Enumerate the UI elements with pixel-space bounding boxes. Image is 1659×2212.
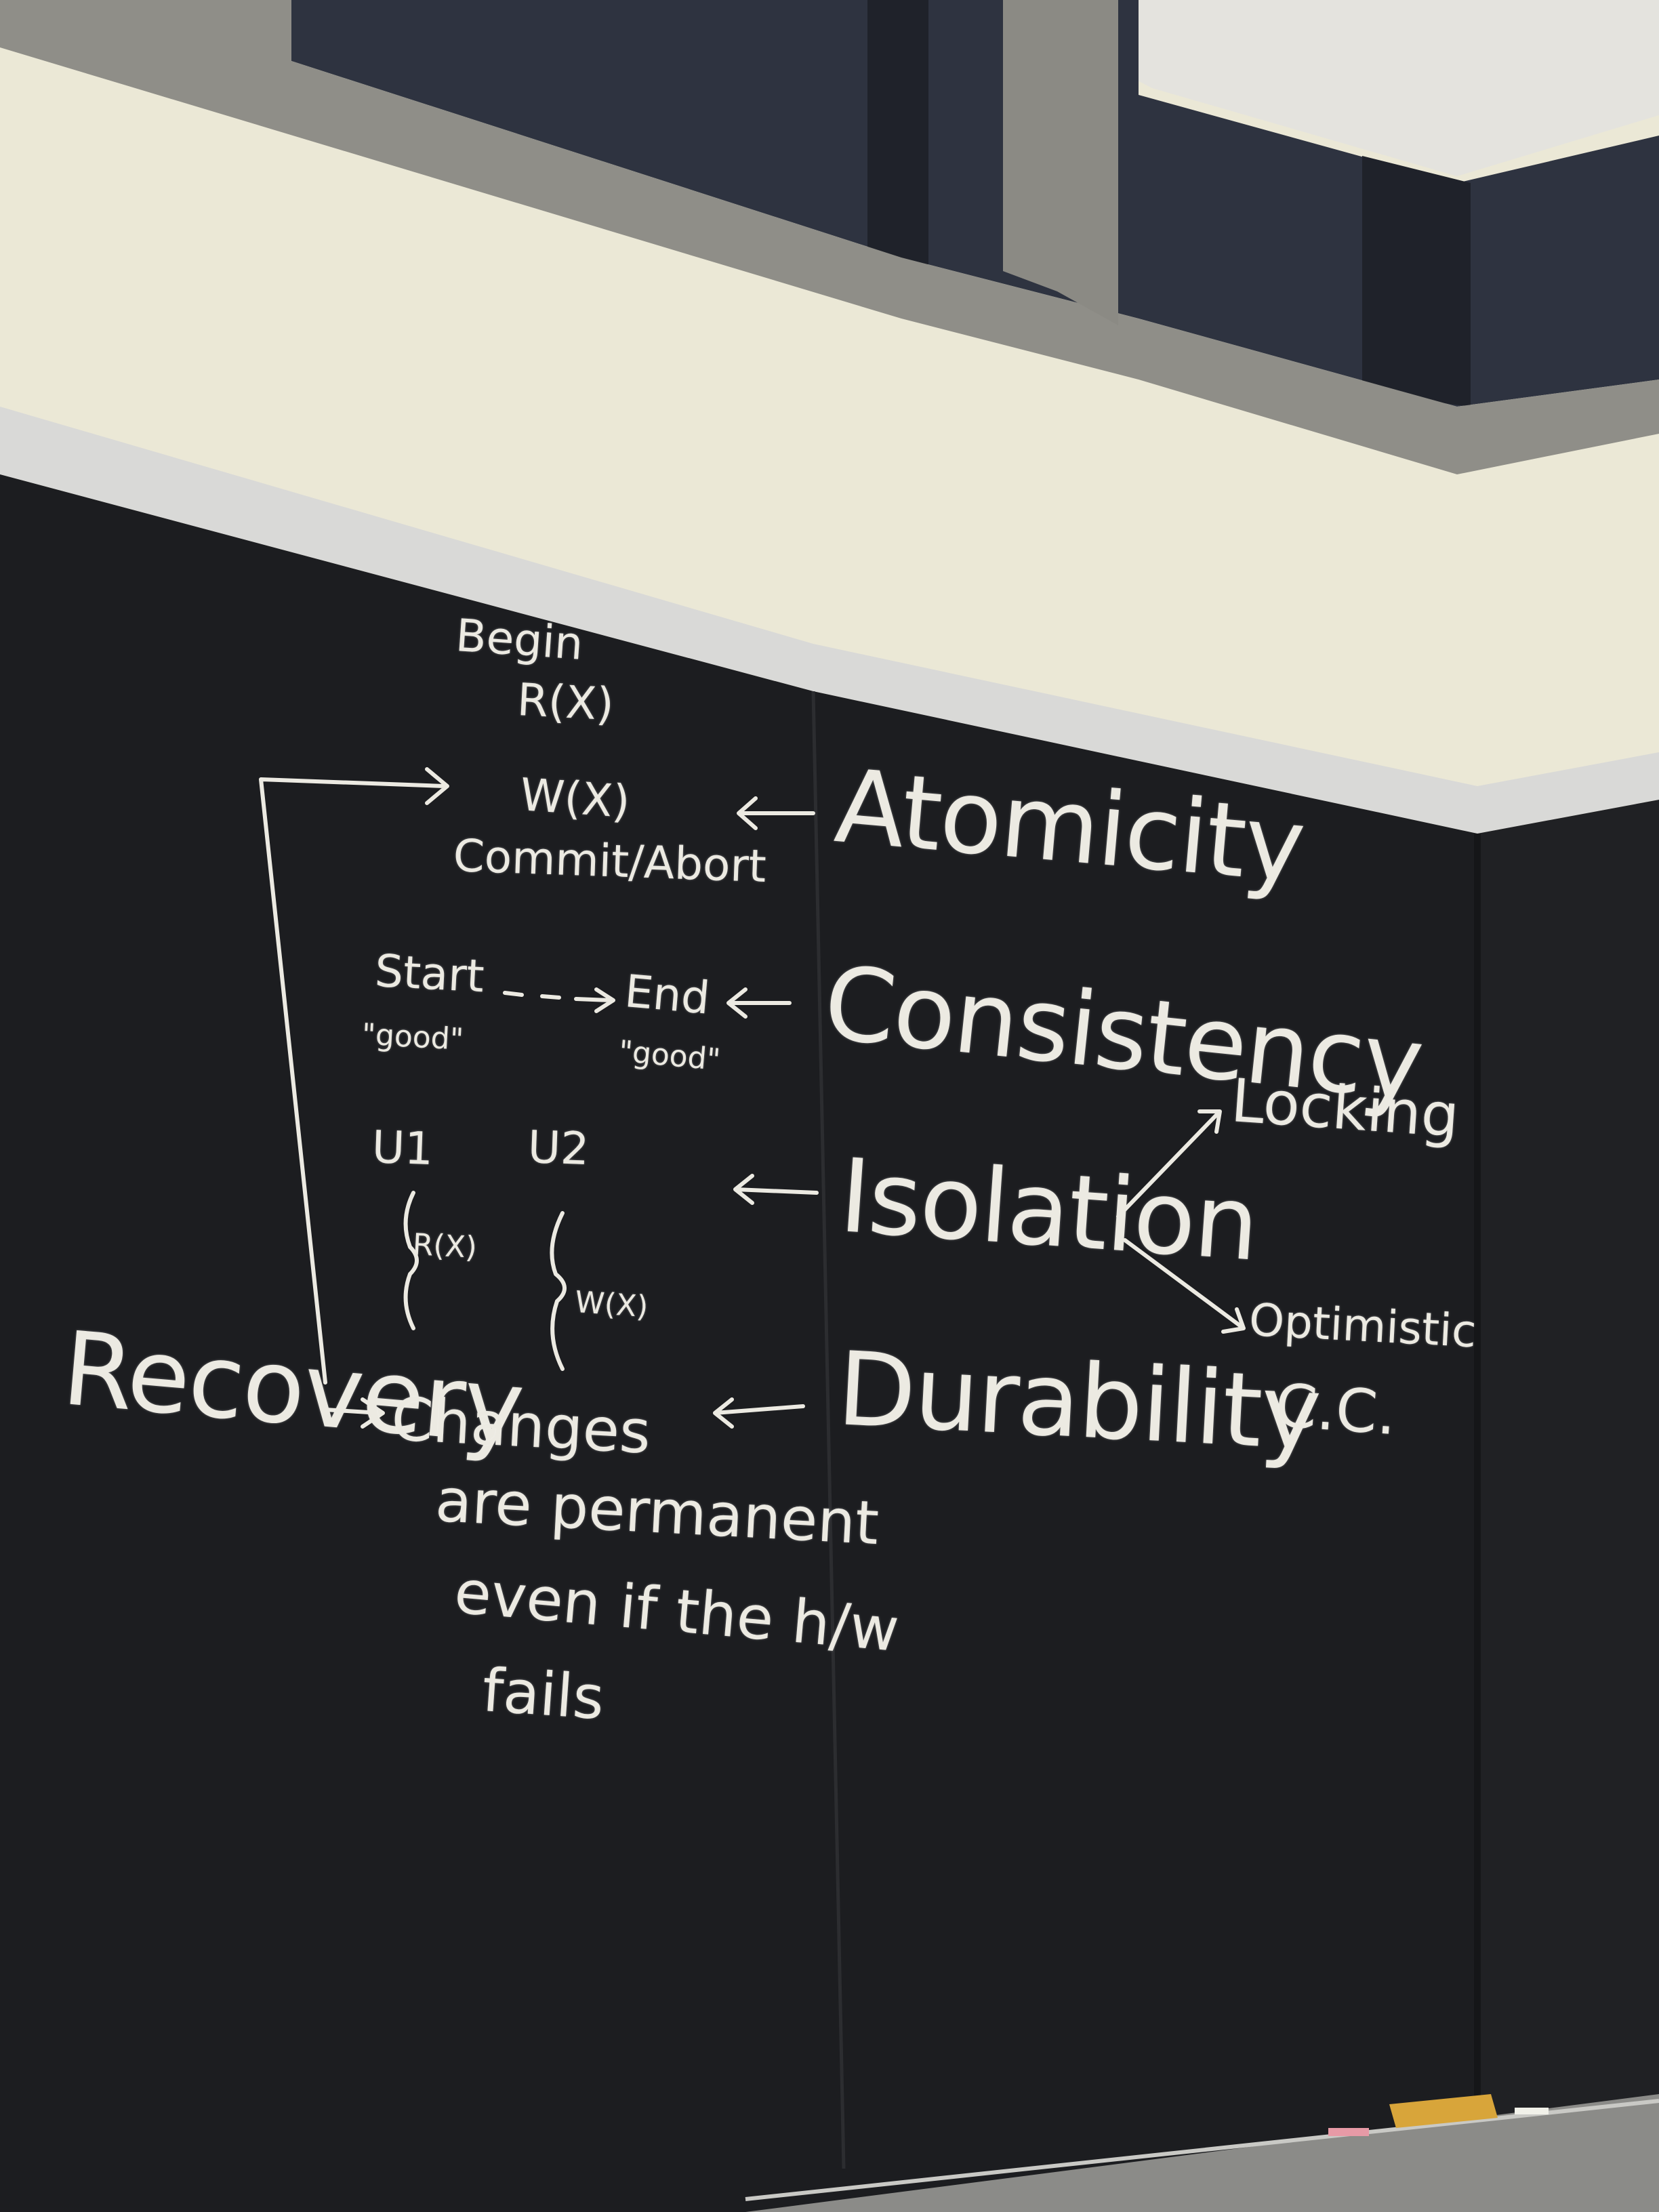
board-trim bbox=[0, 407, 1659, 834]
concrete-column bbox=[1003, 0, 1118, 325]
recovery-to-changes-arrow bbox=[323, 1397, 385, 1429]
recovery-loop-arrow bbox=[259, 767, 449, 1385]
u1-timeline bbox=[403, 1191, 419, 1330]
consistency-arrow bbox=[726, 987, 792, 1019]
atomicity-arrow bbox=[737, 796, 815, 830]
window-mullion-2 bbox=[1362, 156, 1471, 407]
begin-note: Begin bbox=[454, 609, 585, 670]
window-band bbox=[291, 0, 1659, 407]
optimistic-arrow bbox=[1123, 1238, 1246, 1334]
eraser bbox=[1389, 2094, 1498, 2128]
start-note: Start bbox=[373, 945, 486, 1003]
end-note: End bbox=[622, 965, 712, 1025]
locking-arrow bbox=[1116, 1109, 1222, 1218]
isolation-label: Isolation bbox=[836, 1137, 1262, 1284]
durability-label: Durability bbox=[834, 1330, 1323, 1474]
chalkboard-main bbox=[0, 474, 1477, 2212]
cc-label: C.C. bbox=[1273, 1370, 1399, 1449]
u2-label: U2 bbox=[527, 1121, 590, 1176]
optimistic-label: Optimistic bbox=[1248, 1294, 1478, 1358]
fails-note: fails bbox=[480, 1655, 607, 1734]
ceiling bbox=[983, 0, 1659, 176]
chalk-piece-2 bbox=[1515, 2108, 1549, 2114]
u1-op: R(X) bbox=[411, 1227, 478, 1265]
u1-label: U1 bbox=[371, 1121, 434, 1176]
start-end-arrow bbox=[503, 987, 615, 1013]
concrete-ledge bbox=[0, 0, 1659, 474]
board-seam bbox=[811, 691, 846, 2169]
start-good-note: "good" bbox=[361, 1017, 465, 1057]
write-note: W(X) bbox=[518, 769, 632, 829]
window-mullion bbox=[867, 0, 928, 264]
isolation-arrow bbox=[733, 1174, 819, 1205]
read-note: R(X) bbox=[516, 674, 615, 731]
commit-note: Commit/Abort bbox=[452, 830, 767, 893]
durability-arrow bbox=[713, 1397, 805, 1429]
chalk-tray-edge bbox=[745, 2099, 1659, 2201]
chalkboard-side bbox=[1477, 800, 1659, 2212]
chalk-piece bbox=[1328, 2128, 1369, 2136]
u2-timeline bbox=[550, 1211, 567, 1371]
changes-note: Changes bbox=[390, 1384, 653, 1467]
end-good-note: "good" bbox=[617, 1034, 722, 1078]
u2-op: W(X) bbox=[573, 1285, 650, 1325]
locking-label: Locking bbox=[1229, 1065, 1462, 1151]
